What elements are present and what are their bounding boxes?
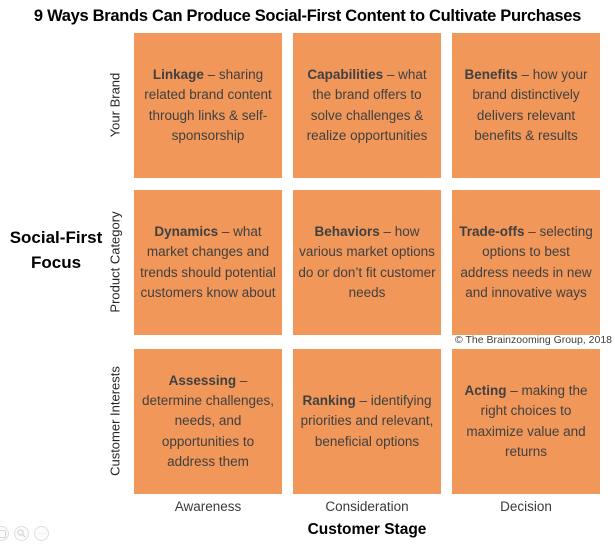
viewer-overlay-controls: ⋯: [0, 526, 49, 541]
image-icon[interactable]: [0, 526, 9, 541]
cell-description: – identifying priorities and relevant, b…: [300, 393, 434, 449]
cell-description: – making the right choices to maximize v…: [466, 383, 588, 459]
row-label-product-category: Product Category: [107, 211, 123, 313]
cell-keyword: Acting: [464, 383, 507, 398]
y-axis-title-line1: Social-First: [9, 228, 103, 247]
cell-dynamics: Dynamics – what market changes and trend…: [134, 190, 282, 335]
col-label-decision: Decision: [500, 499, 552, 514]
magnifier-icon[interactable]: [14, 526, 29, 541]
cell-ranking: Ranking – identifying priorities and rel…: [293, 349, 441, 494]
cell-keyword: Benefits: [464, 67, 518, 82]
cell-description: – sharing related brand content through …: [144, 67, 272, 143]
cell-benefits: Benefits – how your brand distinctively …: [452, 33, 600, 178]
cell-keyword: Ranking: [302, 393, 356, 409]
cell-description: – what market changes and trends should …: [140, 224, 276, 300]
y-axis-title: Social-First Focus: [0, 226, 112, 275]
row-label-your-brand: Your Brand: [107, 72, 123, 138]
cell-keyword: Behaviors: [314, 224, 380, 239]
cell-keyword: Linkage: [152, 67, 204, 82]
cell-keyword: Trade-offs: [459, 224, 525, 239]
cell-description: – what the brand offers to solve challen…: [306, 67, 428, 143]
cell-description: – how your brand distinctively delivers …: [472, 67, 588, 143]
row-label-customer-interests: Customer Interests: [107, 366, 123, 476]
cell-trade-offs: Trade-offs – selecting options to best a…: [452, 190, 600, 335]
y-axis-title-line2: Focus: [30, 252, 82, 272]
cell-keyword: Assessing: [168, 372, 237, 388]
ellipsis-icon[interactable]: ⋯: [34, 526, 49, 541]
cell-capabilities: Capabilities – what the brand offers to …: [293, 33, 441, 178]
cell-description: – determine challenges, needs, and oppor…: [141, 372, 275, 469]
col-label-awareness: Awareness: [174, 499, 242, 514]
page-title: 9 Ways Brands Can Produce Social-First C…: [33, 7, 582, 25]
cell-description: – selecting options to best address need…: [460, 224, 593, 300]
cell-keyword: Dynamics: [154, 224, 219, 239]
cell-assessing: Assessing – determine challenges, needs,…: [134, 349, 282, 494]
x-axis-title: Customer Stage: [307, 521, 427, 538]
col-label-consideration: Consideration: [325, 499, 409, 514]
cell-keyword: Capabilities: [307, 67, 384, 82]
image-glyph: [0, 529, 6, 538]
cell-linkage: Linkage – sharing related brand content …: [134, 33, 282, 178]
cell-description: – how various market options do or don’t…: [298, 224, 436, 300]
cell-behaviors: Behaviors – how various market options d…: [293, 190, 441, 335]
cell-acting: Acting – making the right choices to max…: [452, 349, 600, 494]
magnifier-glyph: [17, 529, 26, 538]
copyright-notice: © The Brainzooming Group, 2018: [455, 334, 612, 346]
